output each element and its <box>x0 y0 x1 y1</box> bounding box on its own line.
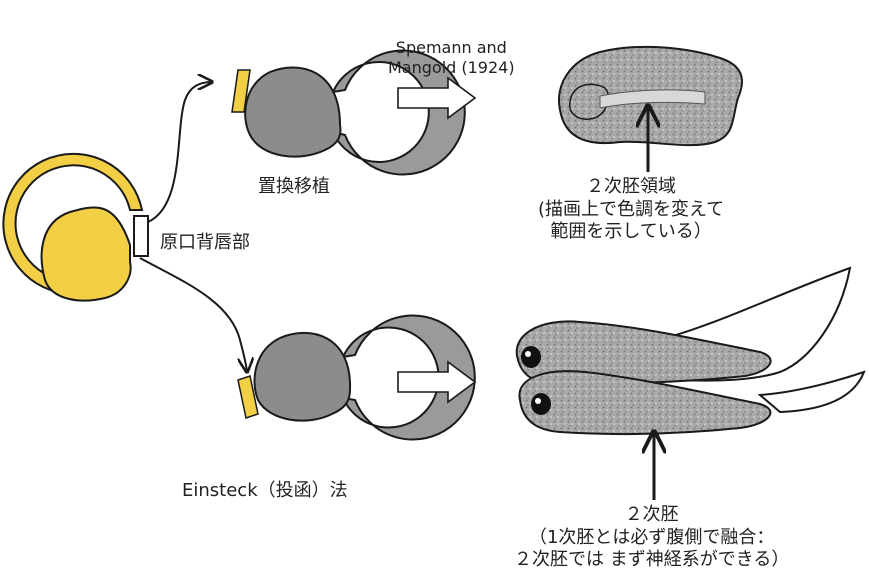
dorsal-lip-label: 原口背唇部 <box>160 232 250 255</box>
dorsal-lip-box <box>134 216 148 256</box>
donor-embryo <box>3 154 148 301</box>
eye-lower <box>531 393 551 415</box>
einsteck-label: Einsteck（投函）法 <box>182 480 348 503</box>
spemann-label: Spemann and Mangold (1924) <box>388 38 515 78</box>
secondary-embryo-line3: ２次胚では まず神経系ができる） <box>514 549 789 572</box>
spemann-line1: Spemann and <box>388 38 515 58</box>
secondary-region-label: ２次胚領域 (描画上で色調を変えて 範囲を示している） <box>538 176 724 244</box>
arrow-to-replacement <box>148 82 212 222</box>
secondary-region-line3: 範囲を示している） <box>538 221 724 244</box>
secondary-embryo-label: ２次胚 （1次胚とは必ず腹側で融合： ２次胚では まず神経系ができる） <box>514 504 789 572</box>
secondary-embryo-line1: ２次胚 <box>514 504 789 527</box>
result-embryo-top <box>559 47 742 145</box>
secondary-embryo-line2: （1次胚とは必ず腹側で融合： <box>514 527 789 550</box>
secondary-region-line2: (描画上で色調を変えて <box>538 199 724 222</box>
replacement-graft-label: 置換移植 <box>258 176 330 199</box>
eye-upper <box>521 346 541 368</box>
secondary-region-line1: ２次胚領域 <box>538 176 724 199</box>
spemann-line2: Mangold (1924) <box>388 58 515 78</box>
arrow-to-einsteck <box>140 258 247 372</box>
twin-tadpole <box>517 268 864 434</box>
